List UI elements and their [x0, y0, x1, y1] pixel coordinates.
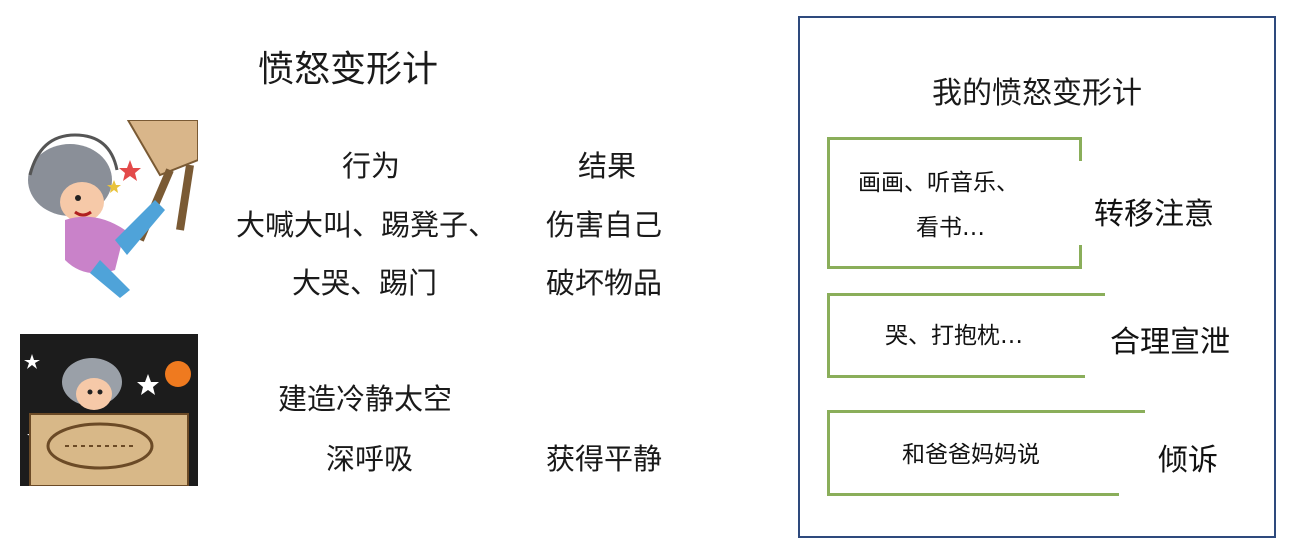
calm-behavior-line1: 建造冷静太空 [278, 382, 453, 416]
plan-item-text: 哭、打抱枕… [885, 323, 1023, 349]
calm-behavior-line2: 深呼吸 [326, 442, 414, 476]
plan-item-text: 和爸爸妈妈说 [902, 442, 1040, 468]
box-top-border [827, 410, 1145, 413]
box-bottom-border [827, 493, 1119, 496]
calm-kid-drawing [20, 334, 198, 486]
box-right-tick-top [1079, 137, 1082, 161]
page-title: 愤怒变形计 [258, 49, 439, 90]
box-bottom-border [827, 266, 1082, 269]
row1-behavior: 大喊大叫、踢凳子、 [236, 208, 498, 242]
box-right-tick-bottom [1079, 245, 1082, 269]
header-behavior: 行为 [342, 149, 401, 183]
plan-item-label: 合理宣泄 [1110, 325, 1230, 360]
plan-item-label: 倾诉 [1158, 443, 1218, 478]
calm-result: 获得平静 [546, 442, 663, 476]
box-bottom-border [827, 375, 1085, 378]
plan-item-text-2: 看书… [916, 215, 985, 241]
box-left-border [827, 293, 830, 378]
header-result: 结果 [578, 149, 637, 183]
box-left-border [827, 410, 830, 496]
angry-kid-illustration [20, 120, 198, 305]
box-top-border [827, 137, 1082, 140]
row2-result: 破坏物品 [546, 266, 663, 300]
plan-title: 我的愤怒变形计 [932, 76, 1142, 111]
plan-item-label: 转移注意 [1094, 197, 1214, 232]
anger-plan-panel [798, 16, 1276, 538]
box-top-border [827, 293, 1105, 296]
row1-result: 伤害自己 [546, 208, 663, 242]
angry-kid-drawing [20, 120, 198, 305]
calm-kid-illustration [20, 334, 198, 486]
row2-behavior: 大哭、踢门 [292, 266, 438, 300]
box-left-border [827, 137, 830, 269]
plan-item-text: 画画、听音乐、 [858, 170, 1019, 196]
